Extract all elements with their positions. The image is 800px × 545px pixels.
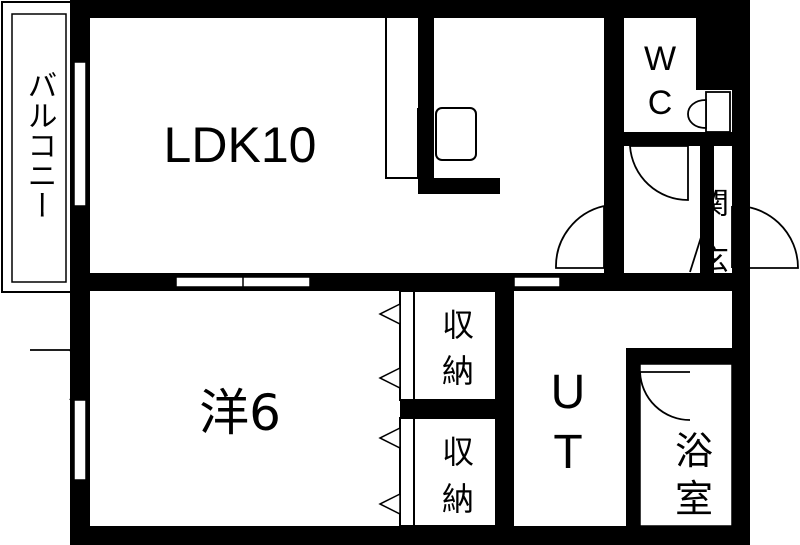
storage-lower-outline: [399, 417, 497, 527]
entrance-post: [700, 146, 714, 276]
storage-door-triangle: [378, 426, 401, 450]
storage-lower-label-line1: 収: [442, 433, 474, 471]
balcony-label-text: バルコニー: [22, 70, 57, 220]
exterior-walls: [70, 0, 750, 545]
western-room-label: 洋6: [199, 384, 281, 442]
storage-door-triangles: [378, 302, 401, 516]
storage-closets: [399, 290, 497, 527]
wall-storage-divider: [400, 400, 500, 418]
wc-fixture: [687, 91, 731, 133]
window-ldk-left: [73, 61, 87, 207]
storage-door-triangle: [378, 366, 401, 390]
storage-upper-label-line2: 納: [442, 352, 474, 390]
entrance-label-line2: 関: [699, 187, 729, 222]
ldk-entry-door: [555, 205, 605, 269]
storage-upper-outline: [399, 290, 497, 401]
bathroom-frame: [639, 363, 733, 527]
ldk-label: LDK10: [164, 117, 317, 173]
wc-door: [629, 145, 689, 201]
storage-door-triangle: [378, 302, 401, 326]
entrance-label-line1: 玄: [699, 243, 729, 278]
wall-kitchen-stub: [418, 178, 500, 194]
windows: [73, 61, 561, 481]
kitchen-sink: [435, 107, 477, 161]
wall-bath-left: [626, 348, 640, 545]
wall-ut-left: [496, 291, 514, 545]
bathroom-label-line1: 浴: [675, 429, 713, 473]
wall-right-upper-block: [696, 0, 750, 90]
bathroom-fixture: [631, 363, 733, 527]
wall-kitchen-post: [418, 18, 434, 194]
interior-walls: [70, 0, 750, 545]
window-western-left: [73, 399, 87, 481]
wall-wc-bottom: [604, 132, 732, 146]
wall-bath-top: [626, 348, 750, 364]
toilet-tank: [705, 91, 731, 133]
utility-label-line2: T: [553, 426, 582, 479]
entrance-walls: [700, 146, 714, 276]
wc-label-line1: W: [644, 40, 676, 78]
utility-label-line1: U: [551, 366, 586, 419]
toilet-bowl: [687, 99, 707, 129]
bathroom-door: [639, 371, 691, 421]
balcony-label: バルコニー: [22, 70, 57, 220]
wall-top: [70, 0, 750, 18]
balcony-inner-rail: [11, 13, 67, 283]
wall-bottom: [70, 526, 750, 545]
storage-upper-label-line1: 収: [442, 306, 474, 344]
bathroom-label-line2: 室: [675, 477, 713, 521]
wall-ldk-bottom: [70, 273, 570, 291]
kitchen: [385, 18, 477, 179]
storage-lower-label-line2: 納: [442, 480, 474, 518]
wc-label-line2: C: [648, 84, 673, 122]
entrance-front-door: [731, 205, 799, 269]
wall-right: [732, 0, 750, 545]
storage-door-triangle: [378, 492, 401, 516]
window-ut-top: [513, 276, 561, 288]
western-side-door: [30, 349, 80, 401]
kitchen-counter: [385, 18, 418, 179]
